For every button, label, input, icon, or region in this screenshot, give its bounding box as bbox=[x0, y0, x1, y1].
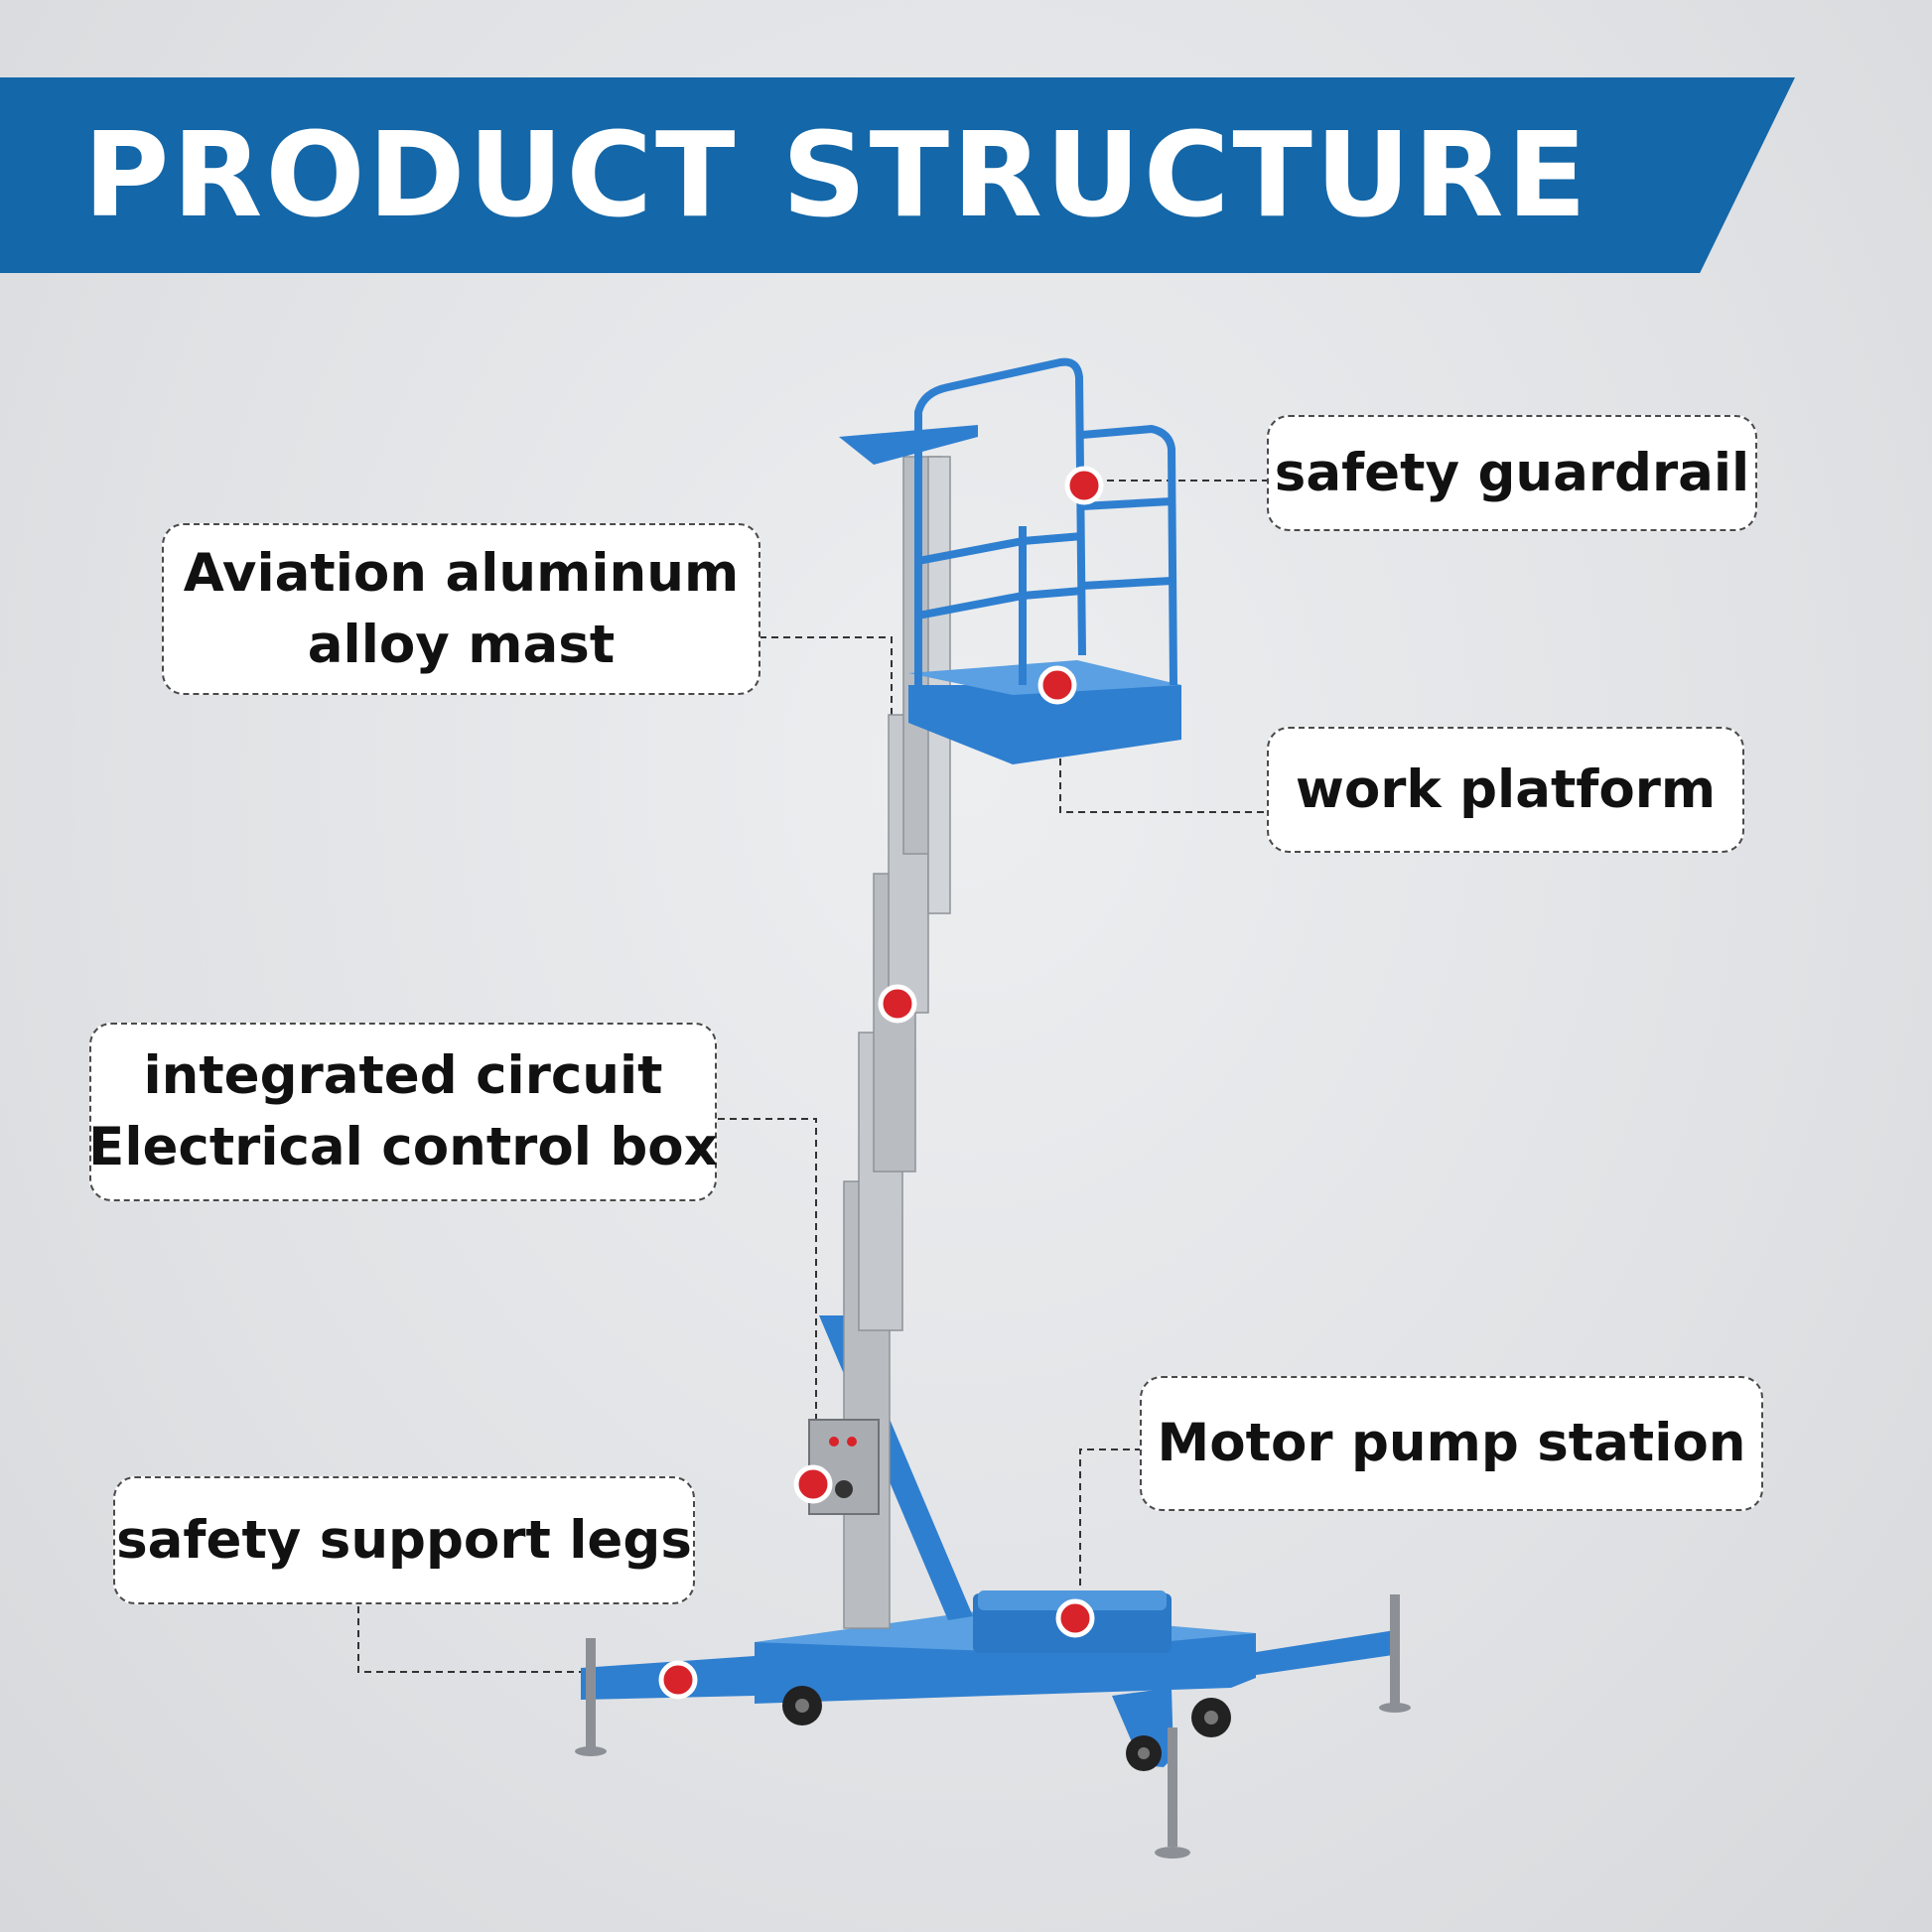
guardrail-callout-label: safety guardrail bbox=[1274, 442, 1750, 503]
outrigger-stands bbox=[575, 1594, 1411, 1859]
guardrail-graphic bbox=[914, 357, 1177, 686]
mast-sections bbox=[843, 456, 951, 1629]
control-box-callout: integrated circuit Electrical control bo… bbox=[88, 1023, 718, 1201]
location-markers bbox=[658, 466, 1104, 1700]
page-title: PRODUCT STRUCTURE bbox=[83, 106, 1590, 243]
guardrail-callout: safety guardrail bbox=[1267, 415, 1757, 531]
platform-callout: work platform bbox=[1267, 727, 1744, 853]
legs-callout-label: safety support legs bbox=[116, 1509, 692, 1571]
pump-callout: Motor pump station bbox=[1140, 1376, 1763, 1511]
control-box-callout-line1: integrated circuit bbox=[143, 1045, 663, 1106]
mast-callout-line1: Aviation aluminum bbox=[183, 542, 740, 604]
base-frame bbox=[581, 1590, 1400, 1767]
pump-callout-label: Motor pump station bbox=[1157, 1413, 1746, 1473]
top-tray bbox=[839, 425, 978, 465]
header-banner: PRODUCT STRUCTURE bbox=[0, 77, 1795, 273]
legs-callout: safety support legs bbox=[113, 1476, 695, 1604]
wheels bbox=[782, 1686, 1231, 1771]
mast-callout: Aviation aluminum alloy mast bbox=[162, 523, 760, 695]
control-box-callout-line2: Electrical control box bbox=[88, 1117, 718, 1177]
mast-callout-line2: alloy mast bbox=[307, 614, 616, 675]
platform-callout-label: work platform bbox=[1295, 759, 1717, 820]
platform-graphic bbox=[908, 660, 1181, 764]
